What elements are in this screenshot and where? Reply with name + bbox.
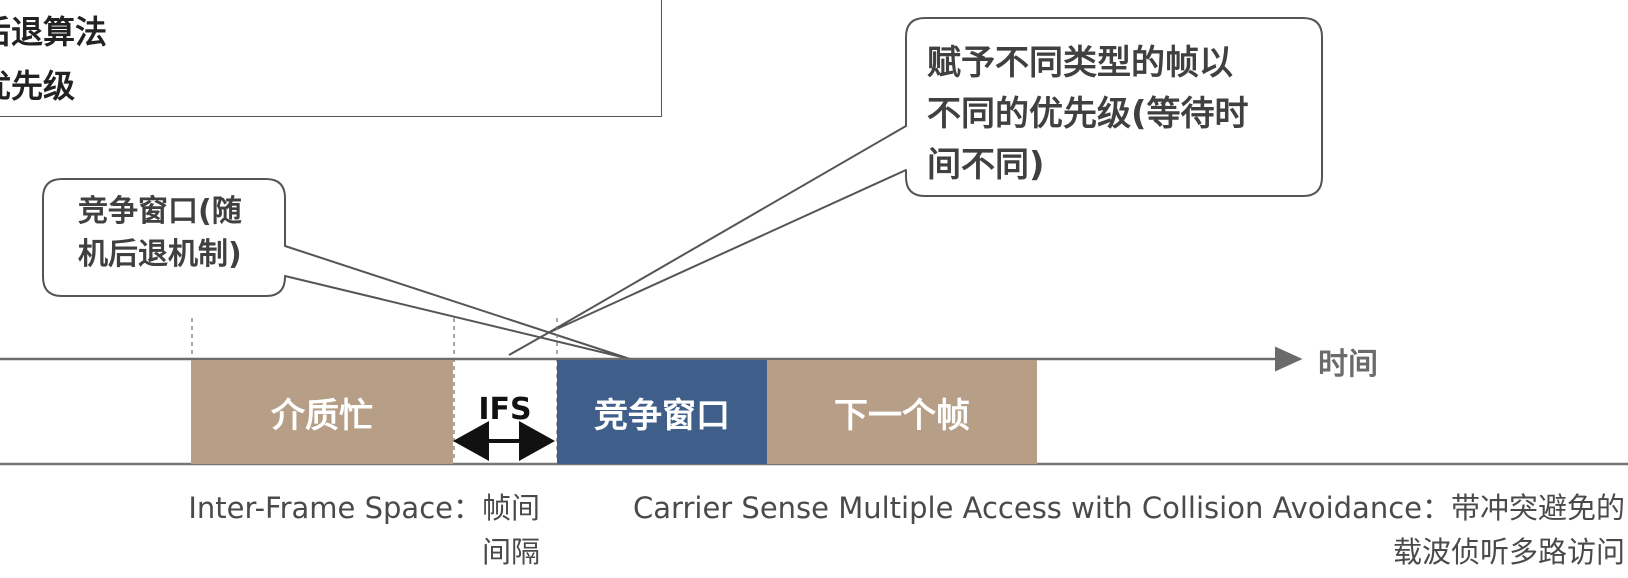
segment-contention-window: 竞争窗口	[557, 360, 767, 464]
segment-ifs-label: IFS	[478, 392, 532, 427]
top-line-backoff: 后退算法	[0, 13, 108, 51]
priority-pointer-tail	[508, 332, 549, 356]
note-csma-line1: Carrier Sense Multiple Access with Colli…	[633, 491, 1625, 525]
callout-priority-text: 赋予不同类型的帧以 不同的优先级(等待时 间不同)	[927, 43, 1249, 185]
segment-medium-busy: 介质忙	[191, 360, 453, 464]
callout-priority: 赋予不同类型的帧以 不同的优先级(等待时 间不同)	[927, 38, 1249, 191]
time-axis-label: 时间	[1318, 347, 1378, 382]
note-ifs-line1: Inter-Frame Space：帧间	[188, 491, 540, 525]
callout-contention-text: 竞争窗口(随 机后退机制)	[78, 194, 242, 272]
callout-contention: 竞争窗口(随 机后退机制)	[78, 190, 242, 276]
note-csma: Carrier Sense Multiple Access with Colli…	[590, 486, 1625, 574]
callout-contention-bubble	[42, 178, 631, 360]
top-line-priority: 优先级	[0, 67, 76, 105]
note-csma-line2: 载波侦听多路访问	[1392, 535, 1625, 569]
note-ifs-line2: 间隔	[481, 535, 540, 569]
note-ifs: Inter-Frame Space：帧间 间隔	[140, 486, 540, 574]
top-text-box: 后退算法 优先级	[0, 0, 662, 117]
segment-next-frame: 下一个帧	[767, 360, 1037, 464]
callout-priority-bubble	[547, 17, 1323, 334]
